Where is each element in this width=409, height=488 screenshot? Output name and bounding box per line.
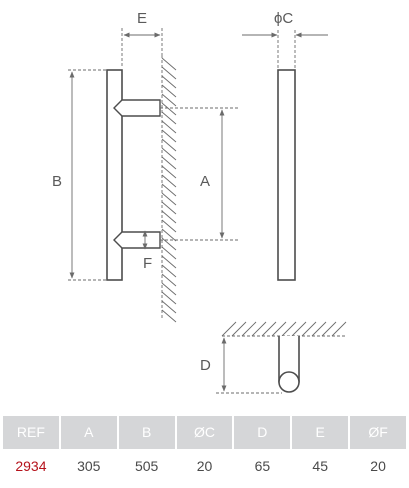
handle-side-view <box>277 69 296 281</box>
dimension-a <box>160 107 238 241</box>
upper-standoff <box>113 99 161 117</box>
dimension-e <box>121 28 163 68</box>
dimension-c-label: ϕC <box>274 10 293 27</box>
table-value-cell: 20 <box>196 458 213 474</box>
dimension-e-label: E <box>137 10 147 27</box>
table-value-cell: 505 <box>134 458 159 474</box>
dimension-f-label: F <box>143 255 152 272</box>
table-header-cell: A <box>60 416 117 449</box>
handle-top-view <box>278 336 300 393</box>
technical-drawing: B A E F ϕC D <box>52 10 347 394</box>
dimension-d <box>216 337 282 394</box>
table-header-cell: REF <box>3 416 59 449</box>
table-value-cell: 45 <box>312 458 328 474</box>
table-header-cell: ØF <box>350 416 406 449</box>
table-value-cell: 305 <box>77 458 101 474</box>
handle-grip-front <box>106 69 123 281</box>
wall-hatch-top <box>221 321 347 337</box>
table-value-cell: 20 <box>370 458 386 474</box>
table-header-cell: B <box>118 416 175 449</box>
ref-value-cell: 2934 <box>15 458 47 474</box>
dimension-b-label: B <box>52 173 62 190</box>
wall-hatch-front <box>161 55 177 323</box>
dimension-d-label: D <box>200 357 211 374</box>
table-header-cell: ØC <box>176 416 233 449</box>
lower-standoff <box>113 231 161 249</box>
dimension-a-label: A <box>200 173 210 190</box>
dimension-c <box>242 30 328 68</box>
table-value-cell: 65 <box>254 458 271 474</box>
table-header-cell: E <box>292 416 349 449</box>
table-header-cell: D <box>234 416 291 449</box>
dimension-b <box>68 69 107 281</box>
